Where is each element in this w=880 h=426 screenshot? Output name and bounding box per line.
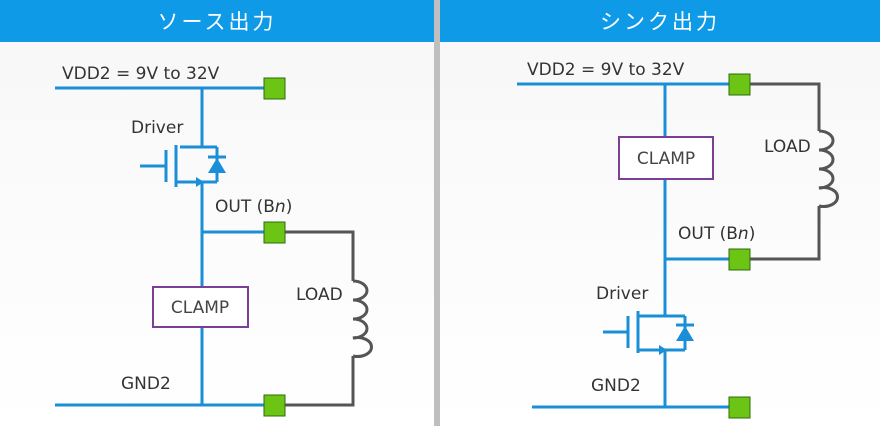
driver-label: Driver — [596, 284, 648, 304]
load-label: LOAD — [764, 137, 811, 157]
gnd-terminal — [263, 394, 286, 417]
driver-label: Driver — [131, 118, 183, 138]
out-label: OUT (Bn) — [678, 224, 755, 244]
source-output-diagram: CLAMP VDD2 = 9V to 32V Driver OUT (Bn) L… — [55, 64, 373, 417]
load-coil — [818, 129, 839, 208]
driver-mosfet — [140, 145, 219, 187]
gnd-terminal — [728, 396, 751, 419]
load-top-wire — [750, 82, 821, 131]
out-terminal — [263, 221, 286, 244]
driver-mosfet — [603, 311, 687, 353]
mosfet-arrow — [659, 345, 667, 355]
clamp-label: CLAMP — [637, 149, 695, 169]
source-output-title: ソース出力 — [0, 0, 434, 42]
clamp-box — [152, 286, 249, 328]
sink-output-diagram: CLAMP VDD2 = 9V to 32V LOAD OUT (Bn) Dri… — [517, 60, 839, 419]
source-output-panel: ソース出力 CLAMP — [0, 0, 434, 426]
vdd-label: VDD2 = 9V to 32V — [62, 64, 220, 84]
gnd-label: GND2 — [591, 376, 641, 396]
clamp-label: CLAMP — [171, 298, 229, 318]
out-label: OUT (Bn) — [215, 197, 292, 217]
load-coil — [352, 279, 373, 358]
gnd-label: GND2 — [121, 374, 171, 394]
vdd-terminal — [263, 77, 286, 100]
load-top-wire — [285, 230, 355, 281]
body-diode-icon — [676, 326, 694, 341]
out-terminal — [728, 248, 751, 271]
sink-output-title: シンク出力 — [440, 0, 880, 42]
mosfet-arrow — [196, 177, 204, 187]
sink-output-panel: シンク出力 CLAMP — [440, 0, 880, 426]
load-label: LOAD — [296, 285, 343, 305]
vdd-label: VDD2 = 9V to 32V — [527, 60, 685, 80]
clamp-box — [618, 136, 714, 180]
body-diode-icon — [208, 158, 226, 173]
load-bottom-wire — [750, 206, 821, 261]
load-bottom-wire — [285, 356, 355, 407]
vdd-terminal — [728, 73, 751, 96]
